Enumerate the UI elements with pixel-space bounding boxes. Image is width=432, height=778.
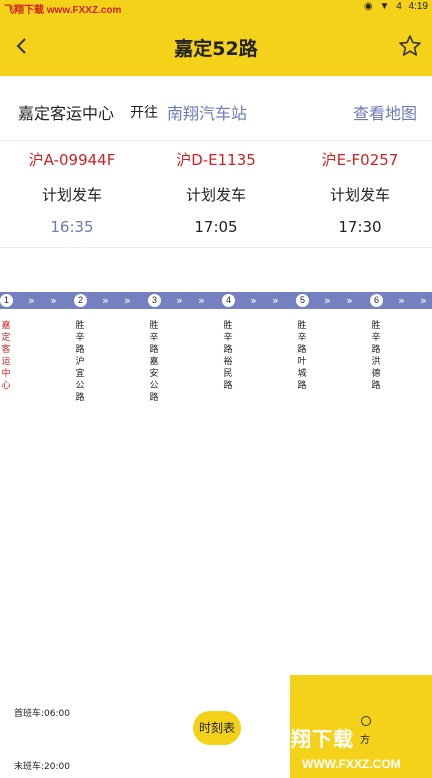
stop-name[interactable]: 胜辛路叶城路 [297,321,307,391]
panel-label: 方 [360,735,370,746]
refresh-icon [361,716,371,726]
direction-arrow-icon: » [272,294,279,307]
direction-arrow-icon: » [124,294,131,307]
direction-arrow-icon: » [28,294,35,307]
last-bus-time: 末班车:20:00 [14,762,70,772]
back-button[interactable] [8,32,36,60]
bottom-bar: 首班车:06:00 末班车:20:00 时刻表 方 飞翔下载 WWW.FXXZ.… [0,675,432,778]
view-map-link[interactable]: 查看地图 [352,104,417,123]
battery-icon: 4 [396,1,402,12]
bus-status: 计划发车 [329,186,390,204]
star-icon [399,35,421,56]
stop-name[interactable]: 胜辛路裕民路 [223,321,233,391]
direction-arrow-icon: » [420,294,427,307]
stop-name[interactable]: 胜辛路洪德路 [371,321,381,391]
status-icons: ◉ ▼ 4 4:19 [360,1,428,12]
first-bus-time: 首班车:06:00 [14,709,70,719]
page-title: 嘉定52路 [174,38,258,60]
watermark-url: WWW.FXXZ.COM [302,757,401,771]
timetable-button[interactable]: 时刻表 [193,711,241,745]
title-bar: 嘉定52路 [0,16,432,76]
direction-arrow-icon: » [324,294,331,307]
bus-time: 17:30 [338,218,382,236]
status-bar: 飞翔下载 www.FXXZ.com ◉ ▼ 4 4:19 [0,0,432,16]
bus-status: 计划发车 [185,186,246,204]
route-destination[interactable]: 南翔汽车站 [167,104,248,123]
favorite-button[interactable] [396,32,424,60]
direction-arrow-icon: » [398,294,405,307]
stop-marker[interactable]: 5 [295,293,310,308]
bus-plate: 沪E-F0257 [321,151,399,169]
bus-card[interactable]: 沪E-F0257 计划发车 17:30 [288,148,432,240]
route-info: 嘉定客运中心 开往 南翔汽车站 查看地图 [0,96,432,128]
side-panel[interactable]: 方 飞翔下载 WWW.FXXZ.COM [270,675,432,778]
divider [0,247,432,248]
direction-arrow-icon: » [50,294,57,307]
stop-name[interactable]: 胜辛路嘉安公路 [149,321,159,403]
chevron-left-icon [16,38,26,54]
bus-card[interactable]: 沪D-E1135 计划发车 17:05 [144,148,288,240]
direction-arrow-icon: » [250,294,257,307]
bus-time: 17:05 [194,218,238,236]
route-line [0,292,432,309]
clock-text: 4:19 [408,1,428,12]
stop-marker[interactable]: 3 [147,293,162,308]
stop-name[interactable]: 胜辛路沪宜公路 [75,321,85,403]
route-direction: 开往 [130,105,158,121]
bus-time: 16:35 [50,218,94,236]
direction-arrow-icon: » [346,294,353,307]
direction-arrow-icon: » [198,294,205,307]
location-icon: ◉ [363,1,373,12]
divider [0,140,432,141]
bus-plate: 沪D-E1135 [176,151,256,169]
stop-marker[interactable]: 1 [0,293,14,308]
bus-card[interactable]: 沪A-09944F 计划发车 16:35 [0,148,144,240]
bus-departures: 沪A-09944F 计划发车 16:35 沪D-E1135 计划发车 17:05… [0,148,432,244]
bus-status: 计划发车 [41,186,102,204]
stop-marker[interactable]: 2 [73,293,88,308]
wifi-icon: ▼ [379,1,390,12]
route-origin: 嘉定客运中心 [18,104,115,123]
watermark: 飞翔下载 www.FXXZ.com [4,5,122,16]
stop-marker[interactable]: 4 [221,293,236,308]
bus-plate: 沪A-09944F [28,151,116,169]
stop-name[interactable]: 嘉定客运中心 [1,321,11,391]
stop-marker[interactable]: 6 [369,293,384,308]
watermark-logo: 飞翔下载 [270,729,354,751]
direction-arrow-icon: » [102,294,109,307]
direction-arrow-icon: » [176,294,183,307]
